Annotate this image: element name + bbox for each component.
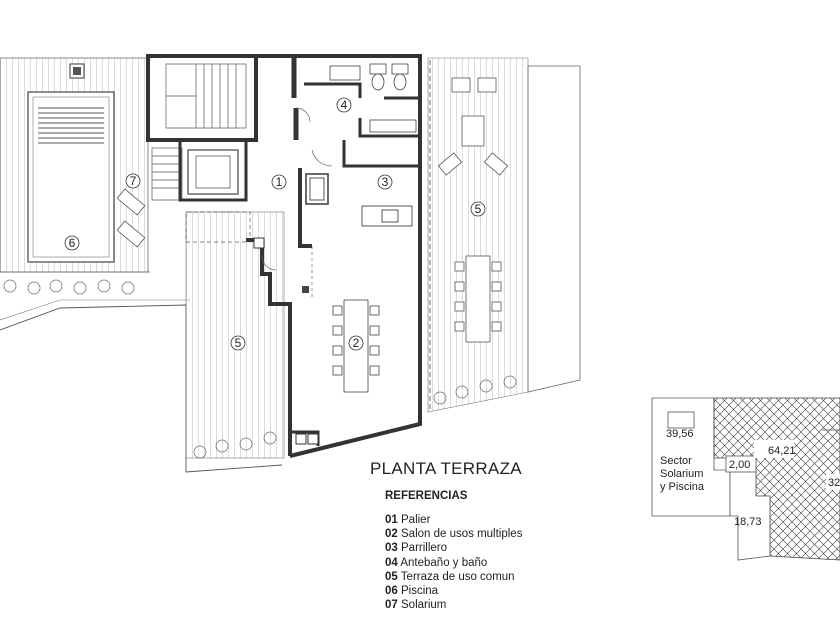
inset-key-plan: 39,56 Sector Solarium y Piscina 2,00 64,… — [651, 397, 840, 561]
terrace-5-left — [185, 211, 285, 459]
solarium-loungers — [116, 188, 146, 248]
barbecue-island — [305, 173, 413, 227]
legend-item: 05 Terraza de uso comun — [385, 570, 515, 583]
room-marker-4: 4 — [336, 97, 352, 113]
svg-text:5: 5 — [235, 336, 242, 350]
interior-stair — [165, 63, 247, 129]
legend-item: 04 Antebaño y baño — [385, 556, 488, 569]
inset-area-4: 32 — [828, 477, 840, 489]
inset-area-2: 64,21 — [768, 445, 796, 457]
inset-area-3: 18,73 — [734, 516, 762, 528]
legend: REFERENCIAS 01 Palier 02 Salon de usos m… — [385, 490, 625, 612]
svg-text:5: 5 — [475, 202, 482, 216]
inset-area-1: 39,56 — [666, 428, 694, 440]
room-marker-1: 1 — [271, 174, 287, 190]
room-marker-5-left: 5 — [230, 335, 246, 351]
legend-item: 02 Salon de usos multiples — [385, 528, 523, 541]
svg-text:2: 2 — [353, 336, 360, 350]
legend-item: 03 Parrillero — [385, 542, 448, 555]
legend-item: 07 Solarium — [385, 599, 447, 612]
svg-text:4: 4 — [341, 98, 348, 112]
room-number-markers: 1 2 3 4 5 5 6 7 — [64, 97, 486, 351]
legend-item: 01 Palier — [385, 514, 431, 526]
svg-text:7: 7 — [130, 174, 137, 188]
plan-title: PLANTA TERRAZA — [370, 459, 522, 478]
inset-dimension: 2,00 — [729, 459, 750, 471]
inset-sector-line-2: Solarium — [660, 468, 703, 480]
room-marker-2: 2 — [348, 335, 364, 351]
inset-sector-line-3: y Piscina — [660, 481, 705, 493]
bathroom-fixtures — [329, 63, 417, 133]
svg-text:3: 3 — [382, 175, 389, 189]
legend-item: 06 Piscina — [385, 585, 439, 598]
inset-sector-line-1: Sector — [660, 455, 692, 467]
room-marker-5-right: 5 — [470, 201, 486, 217]
pool — [27, 91, 115, 263]
svg-text:6: 6 — [69, 236, 76, 250]
svg-text:1: 1 — [276, 175, 283, 189]
exterior-stair — [151, 147, 183, 201]
left-planter — [0, 271, 150, 295]
sum-dining-table — [332, 299, 380, 393]
room-marker-7: 7 — [125, 173, 141, 189]
legend-title: REFERENCIAS — [385, 490, 468, 502]
door-swings — [186, 107, 333, 300]
terrace-5-right — [427, 57, 581, 413]
elevator — [187, 149, 239, 195]
room-marker-3: 3 — [377, 174, 393, 190]
room-marker-6: 6 — [64, 235, 80, 251]
